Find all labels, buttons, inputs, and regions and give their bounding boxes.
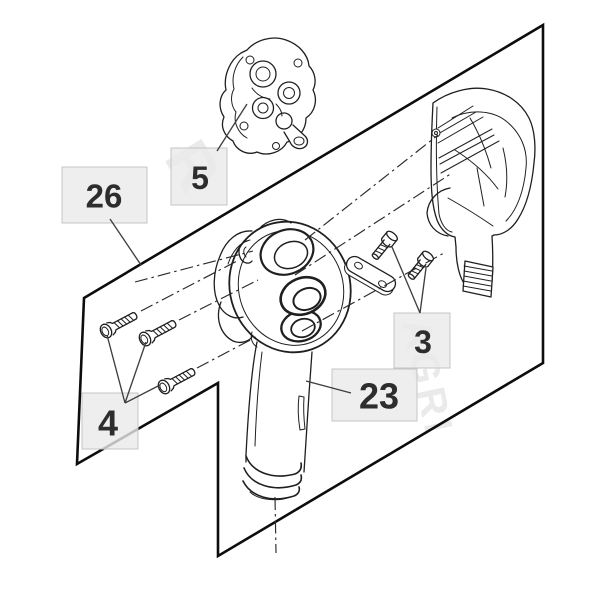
- part-housing-half: [426, 87, 536, 298]
- leader-line-23: [305, 380, 352, 394]
- callout-label-3[interactable]: 3: [414, 324, 432, 360]
- part-3-plate: [344, 255, 397, 296]
- part-23-housing-body: [213, 218, 352, 501]
- screw: [404, 248, 436, 283]
- callout-box-5[interactable]: [170, 147, 228, 206]
- callout-box-4[interactable]: [81, 392, 139, 450]
- screw: [136, 315, 180, 349]
- callout-box-26[interactable]: [61, 166, 148, 224]
- callout-label-5[interactable]: 5: [191, 160, 209, 196]
- callout-box-3[interactable]: [393, 312, 451, 369]
- leader-line-3: [391, 246, 427, 314]
- callout-label-23[interactable]: 23: [359, 376, 399, 417]
- diagram-frame: [75, 22, 545, 559]
- part-5-gear-assembly: [219, 37, 317, 155]
- part-4-screws: [97, 307, 199, 397]
- callout-box-23[interactable]: [331, 368, 418, 422]
- leader-line-26: [109, 218, 142, 266]
- screw: [97, 307, 141, 341]
- leader-line-4: [106, 334, 161, 404]
- screw: [368, 228, 400, 263]
- callouts: 26 5 3 4 23: [61, 103, 451, 450]
- callout-label-4[interactable]: 4: [98, 403, 118, 444]
- screw: [155, 363, 199, 397]
- callout-label-26[interactable]: 26: [86, 178, 123, 215]
- leader-line-5: [216, 103, 248, 152]
